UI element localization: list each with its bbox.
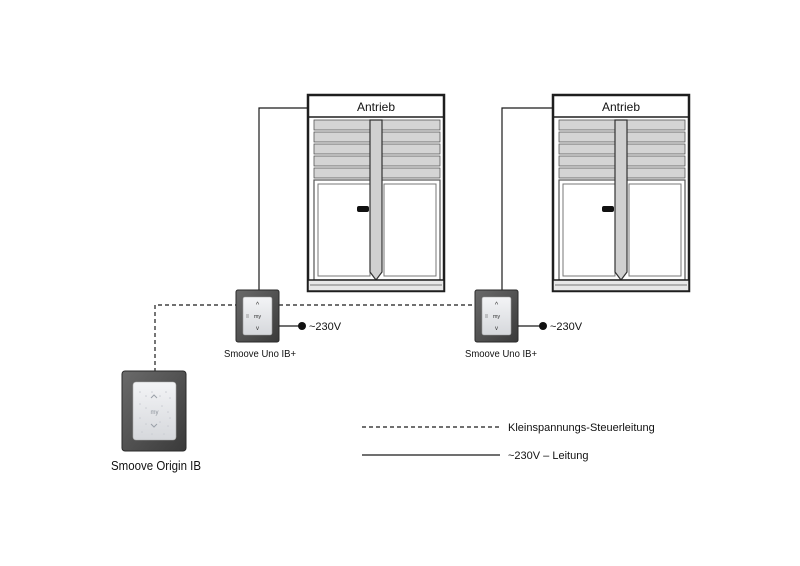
window-2: Antrieb bbox=[551, 93, 691, 293]
down-arrow-icon bbox=[150, 423, 158, 428]
up-arrow-icon bbox=[150, 394, 158, 399]
down-arrow-icon: v bbox=[256, 326, 259, 332]
legend-solid-label: ~230V – Leitung bbox=[508, 450, 588, 462]
switch-name-1: Smoove Uno IB+ bbox=[224, 348, 296, 360]
drive-label-2: Antrieb bbox=[602, 100, 640, 114]
supply-label-2: ~230V bbox=[550, 321, 583, 333]
legend-dashed-label: Kleinspannungs-Steuerleitung bbox=[508, 422, 655, 434]
power-wires bbox=[258, 107, 553, 290]
drive-label-1: Antrieb bbox=[357, 100, 395, 114]
smoove-origin-switch: my bbox=[121, 370, 187, 452]
up-arrow-icon: ^ bbox=[256, 302, 260, 309]
smoove-uno-switch-2: ^ my v bbox=[474, 289, 519, 343]
control-wires bbox=[154, 304, 475, 372]
my-button-label: my bbox=[254, 314, 262, 320]
my-button-label: my bbox=[151, 410, 159, 416]
window-handle-icon-2 bbox=[602, 206, 614, 212]
down-arrow-icon: v bbox=[495, 326, 498, 332]
switch-name-2: Smoove Uno IB+ bbox=[465, 348, 537, 360]
terminal-dot-1 bbox=[298, 322, 306, 330]
window-1: Antrieb bbox=[306, 93, 446, 293]
supply-label-1: ~230V bbox=[309, 321, 342, 333]
legend: Kleinspannungs-Steuerleitung ~230V – Lei… bbox=[362, 422, 655, 462]
up-arrow-icon: ^ bbox=[495, 302, 499, 309]
window-handle-icon-1 bbox=[357, 206, 369, 212]
origin-name: Smoove Origin IB bbox=[111, 458, 201, 473]
smoove-uno-switch-1: ^ my v bbox=[235, 289, 280, 343]
my-button-label: my bbox=[493, 314, 501, 320]
terminal-dot-2 bbox=[539, 322, 547, 330]
